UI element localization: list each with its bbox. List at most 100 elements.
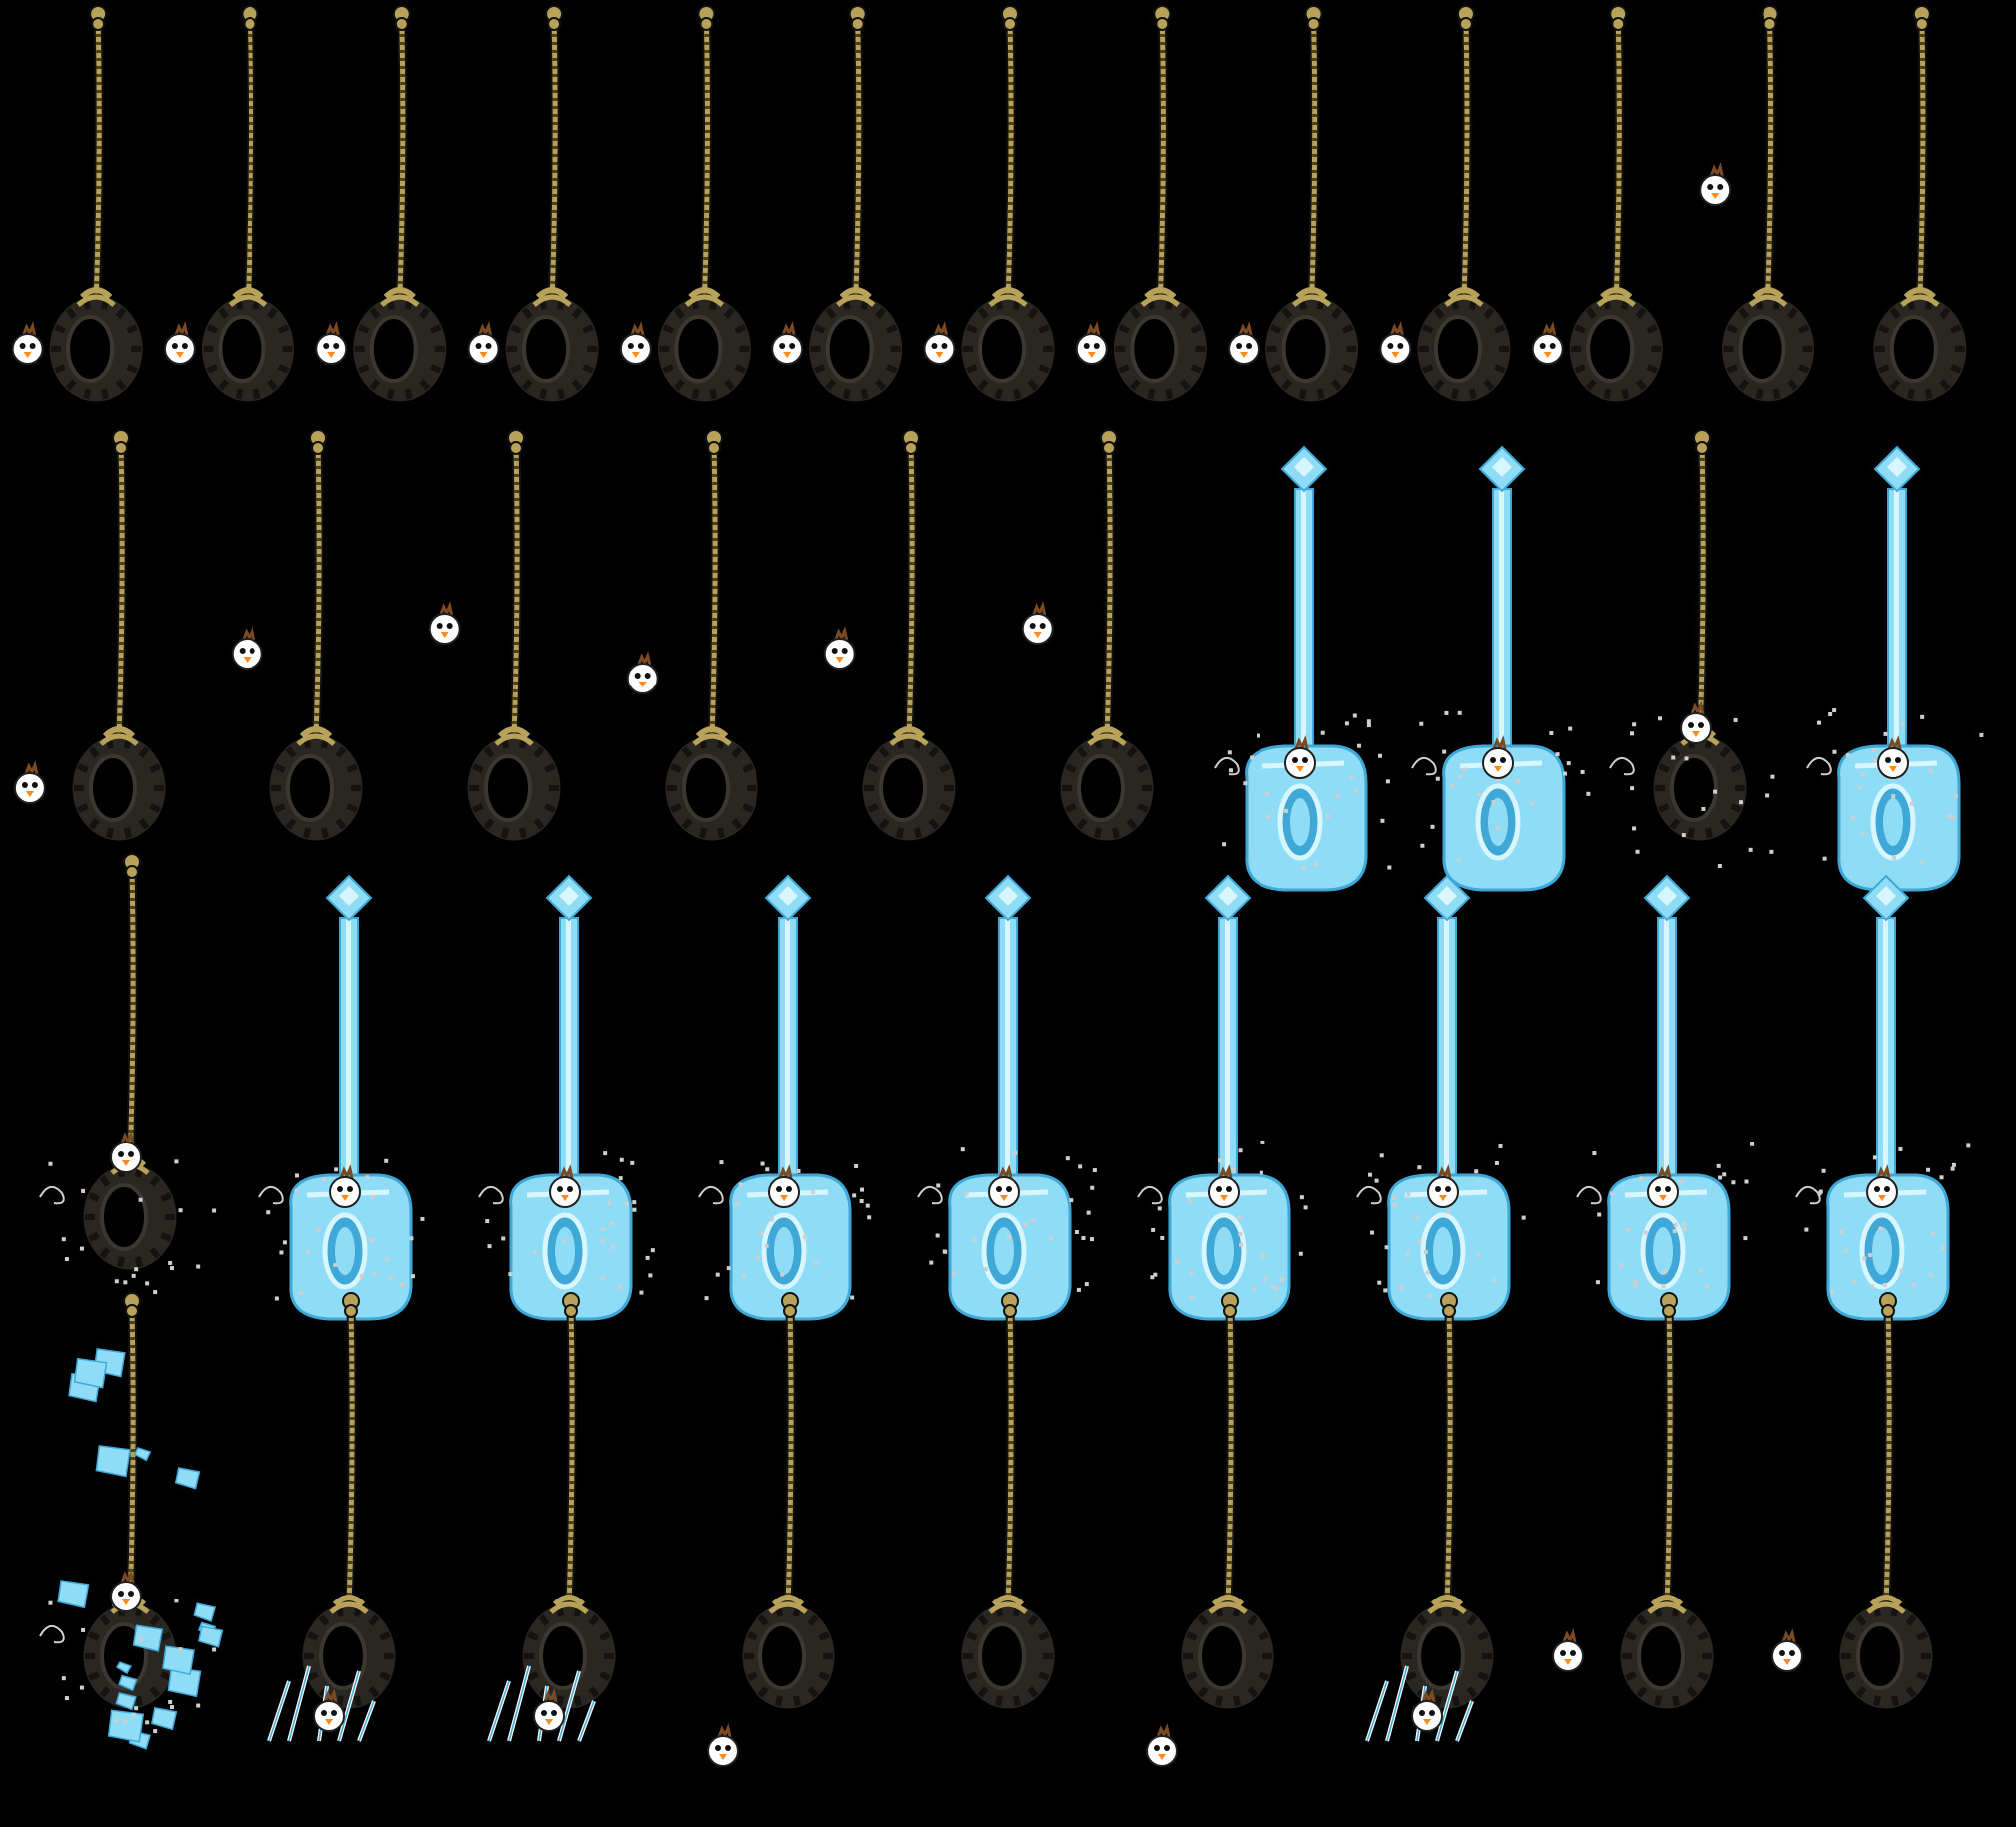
tire-swing-icon [958, 287, 1058, 405]
wind-swirl-icon [1214, 757, 1240, 776]
white-puffle-icon [1379, 321, 1412, 365]
sprite-frame [315, 5, 450, 405]
debris [1795, 1143, 1971, 1294]
sprite-frame [467, 5, 602, 405]
ice-tire-swing-icon [289, 874, 413, 1321]
white-puffle-icon [1531, 321, 1564, 365]
rope [697, 5, 716, 300]
tire-swing-icon [69, 726, 169, 844]
ice-shard-icon [68, 1348, 201, 1490]
rope-knot [123, 1292, 141, 1318]
rope [112, 429, 130, 739]
white-puffle-icon [110, 1569, 142, 1612]
rope [89, 5, 108, 300]
ice-tire-swing-icon [1245, 445, 1368, 892]
tire-swing-icon [739, 1595, 838, 1712]
sprite-frame [1137, 874, 1308, 1321]
ice-tire-swing-icon [1826, 874, 1950, 1321]
ice-tire-swing-icon [1168, 874, 1291, 1321]
sprite-frame [1870, 5, 1970, 405]
wind-swirl-icon [39, 1625, 65, 1644]
debris [1356, 1143, 1526, 1299]
rope-knot [1304, 5, 1323, 31]
rope [902, 429, 920, 739]
rope [507, 429, 525, 739]
white-puffle-icon [1411, 1688, 1443, 1732]
rope-knot [1456, 5, 1475, 31]
debris [39, 1599, 217, 1734]
debris [698, 1160, 872, 1301]
rope-knot [392, 5, 411, 31]
sprite-frame [1806, 445, 1984, 892]
rope [309, 429, 327, 739]
white-puffle-icon [1771, 1628, 1803, 1672]
sprite-row-swing-jump-freeze [13, 429, 1984, 892]
ice-tire-swing-icon [1442, 445, 1566, 892]
sprite-frame [1531, 5, 1666, 405]
white-puffle-icon [11, 321, 44, 365]
rope [1304, 5, 1323, 300]
rope [1001, 1292, 1019, 1607]
sprite-frame [619, 5, 754, 405]
sprite-frame [487, 1292, 619, 1742]
rope-knot [1761, 5, 1779, 31]
rope-knot [545, 5, 564, 31]
white-puffle-icon [707, 1723, 739, 1767]
debris [917, 1147, 1097, 1292]
sprite-frame [823, 429, 959, 844]
white-puffle-icon [768, 1164, 800, 1208]
wind-swirl-icon [1806, 757, 1832, 776]
debris [39, 1159, 217, 1295]
white-puffle-icon [1427, 1164, 1459, 1208]
rope-knot [1440, 1292, 1458, 1318]
white-puffle-icon [428, 601, 461, 645]
rope [1761, 5, 1779, 300]
rope [1879, 1292, 1897, 1607]
wind-swirl-icon [258, 1186, 284, 1205]
rope [342, 1292, 360, 1607]
tire-swing-icon [519, 1595, 619, 1712]
sprite-frame [707, 1292, 838, 1767]
wind-swirl-icon [698, 1186, 724, 1205]
rope [705, 429, 723, 739]
tire-swing-icon [502, 287, 602, 405]
rope-knot [241, 5, 259, 31]
rope-knot [1912, 5, 1931, 31]
sprite-row-swing-idle [11, 5, 1970, 405]
rope [562, 1292, 580, 1607]
tire-swing-icon [350, 287, 450, 405]
rope-knot [507, 429, 525, 455]
tire-swing-icon [299, 1595, 399, 1712]
sprite-frame [1771, 1292, 1936, 1712]
white-puffle-icon [13, 760, 46, 804]
tire-swing-icon [654, 287, 754, 405]
wind-swirl-icon [1576, 1186, 1602, 1205]
white-puffle-icon [1680, 700, 1712, 744]
sprite-frame [626, 429, 761, 844]
tire-swing-icon [1110, 287, 1210, 405]
splash-icon [487, 1665, 596, 1742]
rope-knot [89, 5, 108, 31]
white-puffle-icon [313, 1688, 345, 1732]
ice-tire-swing-icon [948, 874, 1072, 1321]
ice-tire-swing-icon [509, 874, 633, 1321]
white-puffle-icon [231, 626, 263, 670]
white-puffle-icon [619, 321, 652, 365]
rope-knot [1609, 5, 1628, 31]
ice-tire-swing-icon [1837, 445, 1961, 892]
sprite-frame [13, 429, 169, 844]
sprite-frame [698, 874, 872, 1321]
tire-swing-icon [1617, 1595, 1717, 1712]
splash-icon [267, 1665, 376, 1742]
rope-knot [1001, 1292, 1019, 1318]
rope-knot [1693, 429, 1711, 455]
tire-swing-icon [958, 1595, 1058, 1712]
white-puffle-icon [626, 651, 659, 694]
rope-knot [1100, 429, 1118, 455]
sprite-frame [1146, 1292, 1277, 1767]
white-puffle-icon [533, 1688, 565, 1732]
sprite-frame [258, 874, 425, 1321]
tire-swing-icon [1414, 287, 1514, 405]
rope [123, 1292, 141, 1607]
white-puffle-icon [110, 1130, 142, 1173]
